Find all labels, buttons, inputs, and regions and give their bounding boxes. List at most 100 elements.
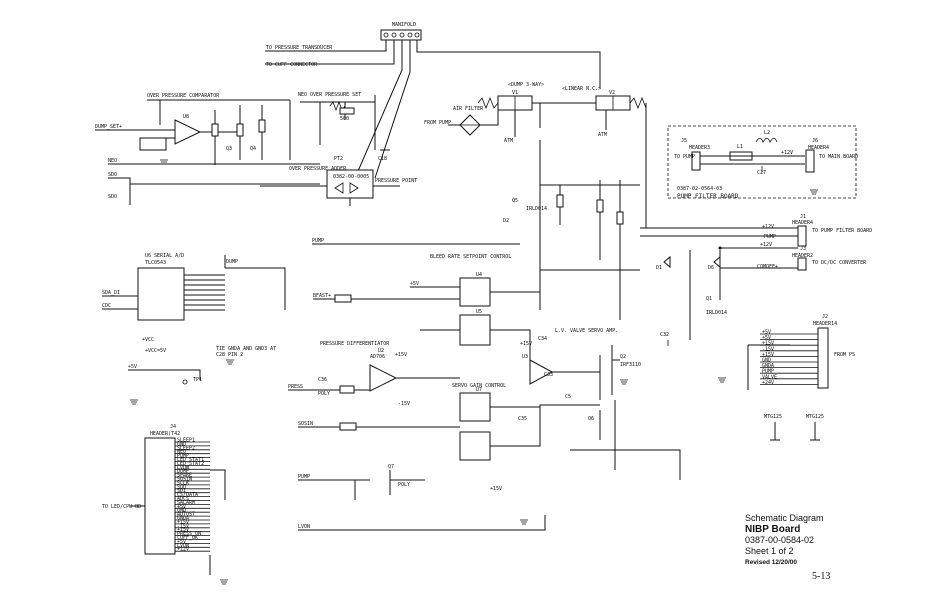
v2-label: V2 <box>609 90 615 96</box>
manifold-block: MANIFOLD TO PRESSURE TRANSDUCER TO CUFF … <box>265 22 601 179</box>
pin-label: LVON <box>177 543 189 549</box>
header4-j1-label: HEADER4 <box>792 220 813 226</box>
to-led-cpu-label: TO LED/CPU BD <box>102 504 141 510</box>
to-pressure-transducer-label: TO PRESSURE TRANSDUCER <box>266 45 333 51</box>
q5-part-label: IRLD014 <box>526 206 547 212</box>
j4-label: J4 <box>170 424 176 430</box>
u6-chip-label: TLC0543 <box>145 260 166 266</box>
header3-label: HEADER3 <box>689 145 710 151</box>
pin-label: SOSIN <box>177 477 192 483</box>
vcc5-label: +VCC=5V <box>145 348 166 354</box>
pin-label: +12V <box>177 547 189 553</box>
poly2-label: POLY <box>398 482 410 488</box>
pfb-v12-label: +12V <box>781 150 793 156</box>
pin-label: CS/DATA <box>177 492 198 498</box>
j2-label: J2 <box>822 314 828 320</box>
pt2-part-label: 0382-00-0005 <box>333 174 369 180</box>
batsens-label: DUMP <box>226 259 238 265</box>
j1-v12-label: +12V <box>762 224 774 230</box>
bleed-rate-label: BLEED RATE SETPOINT CONTROL <box>430 254 511 260</box>
d1-label: D1 <box>656 265 662 271</box>
c34-label: C34 <box>538 336 547 342</box>
pin-label: GND <box>762 358 771 364</box>
l1-label: L1 <box>737 144 743 150</box>
q1-label: Q1 <box>706 296 712 302</box>
header2-label: HEADER2 <box>792 253 813 259</box>
pin-label: +5V <box>177 539 186 545</box>
j4-pin-list: SLEEP1GNDSLEEP2NEOPUMPLED_STAT1LED_STAT2… <box>175 438 210 553</box>
pin-label: DUMP <box>177 469 189 475</box>
mounting-holes: MTG125 MTG125 <box>764 414 824 441</box>
lvon-label: LVON <box>298 524 310 530</box>
pin-label: SALARM <box>177 500 195 506</box>
j6-label: J6 <box>812 138 818 144</box>
sda-di-label: SDA_DI <box>102 290 120 296</box>
pin-label: +15V <box>762 341 774 347</box>
from-ps-label: FROM PS <box>834 352 855 358</box>
j2-header: J2 HEADER14 FROM PS +5V+5V+15V-15V+15VGN… <box>747 314 855 390</box>
title-line5: Revised 12/20/00 <box>745 559 798 566</box>
serial-ad-label: U6 SERIAL A/D <box>145 253 184 259</box>
pin-label: AUTOST <box>177 512 195 518</box>
vcc-label: +VCC <box>142 337 154 343</box>
pin-label: +15V <box>177 519 189 525</box>
manifold-label: MANIFOLD <box>392 22 416 28</box>
lv-servo-label: L.V. VALVE SERVO AMP. <box>555 328 618 334</box>
title-line1: Schematic Diagram <box>745 513 824 523</box>
pin-label: SDI <box>177 488 186 494</box>
c32-label: C32 <box>660 332 669 338</box>
servo-gain-label: SERVO GAIN CONTROL <box>452 383 506 389</box>
d6-label: D6 <box>708 265 714 271</box>
neo-label: NEO <box>108 158 117 164</box>
pressure-point-label: PRESSURE POINT <box>375 178 417 184</box>
pin-label: LVON <box>177 465 189 471</box>
c18-label: C18 <box>378 156 387 162</box>
v15-diff-label: +15V <box>395 352 407 358</box>
q1-part-label: IRLD014 <box>706 310 727 316</box>
v15-bottom-label: +15V <box>490 486 502 492</box>
v5-left-label: +5V <box>128 364 137 370</box>
from-pump-label: FROM PUMP <box>424 120 451 126</box>
pin-label: GNDA <box>177 516 189 522</box>
pin-label: VALVE <box>762 374 777 380</box>
r500-label: 500 <box>340 116 349 122</box>
c27-label: C27 <box>757 170 766 176</box>
pin-label: NEO <box>177 449 186 455</box>
header4-top-label: HEADER4 <box>808 145 829 151</box>
pin-label: -15V <box>762 346 774 352</box>
title-line3: 0387-00-0584-02 <box>745 535 815 545</box>
to-dc-converter-label: TO DC/DC CONVERTER <box>812 260 867 266</box>
sdo-label: SDO <box>108 194 117 200</box>
j1-j3-headers: J1 HEADER4 TO PUMP FILTER BOARD +12V PUM… <box>640 214 872 271</box>
pin-label: SCLK <box>177 480 189 486</box>
pin-label: GNDA <box>762 363 774 369</box>
servo-gain-control: SERVO GAIN CONTROL U7 SOSIN C35 C5 Q6 PU… <box>298 383 681 531</box>
pump-drive-section: Q5 IRLD014 D2 Q1 IRLD014 D1 D6 C32 <box>503 140 727 346</box>
pressure-differentiator: PRESSURE DIFFERENTIATOR AD706 U2 +15V PR… <box>288 341 460 407</box>
v5-bleed-label: +5V <box>410 281 419 287</box>
press-diff-label: PRESSURE DIFFERENTIATOR <box>320 341 390 347</box>
comoff-label: COMOFF+ <box>757 264 778 270</box>
q2-label: Q2 <box>620 354 626 360</box>
l2-label: L2 <box>764 130 770 136</box>
press-label: PRESS <box>288 384 303 390</box>
opc-label: OVER PRESSURE COMPARATOR <box>147 93 220 99</box>
air-filter: AIR FILTER FROM PUMP <box>424 106 499 136</box>
cdc-label: CDC <box>102 303 111 309</box>
pin-label: +5V <box>762 335 771 341</box>
mtg125b-label: MTG125 <box>806 414 824 420</box>
u3-label: U3 <box>522 354 528 360</box>
title-line4: Sheet 1 of 2 <box>745 546 794 556</box>
pump-filter-board-label: PUMP FILTER BOARD <box>677 193 739 200</box>
pin-label: +5V <box>177 504 186 510</box>
q6-label: Q6 <box>588 416 594 422</box>
pin-label: CUFF_OK <box>177 535 198 541</box>
serial-ad: U6 SERIAL A/D TLC0543 SDA_DI CDC +VCC +V… <box>102 194 286 385</box>
neo-ops-label: NEO OVER PRESSURE SET <box>298 92 361 98</box>
q4-label: Q4 <box>250 146 256 152</box>
to-main-board-label: TO MAIN BOARD <box>819 154 858 160</box>
bleed-rate-setpoint: BLEED RATE SETPOINT CONTROL BFAST+ +5V U… <box>312 238 540 307</box>
header14-label: HEADER14 <box>813 321 837 327</box>
